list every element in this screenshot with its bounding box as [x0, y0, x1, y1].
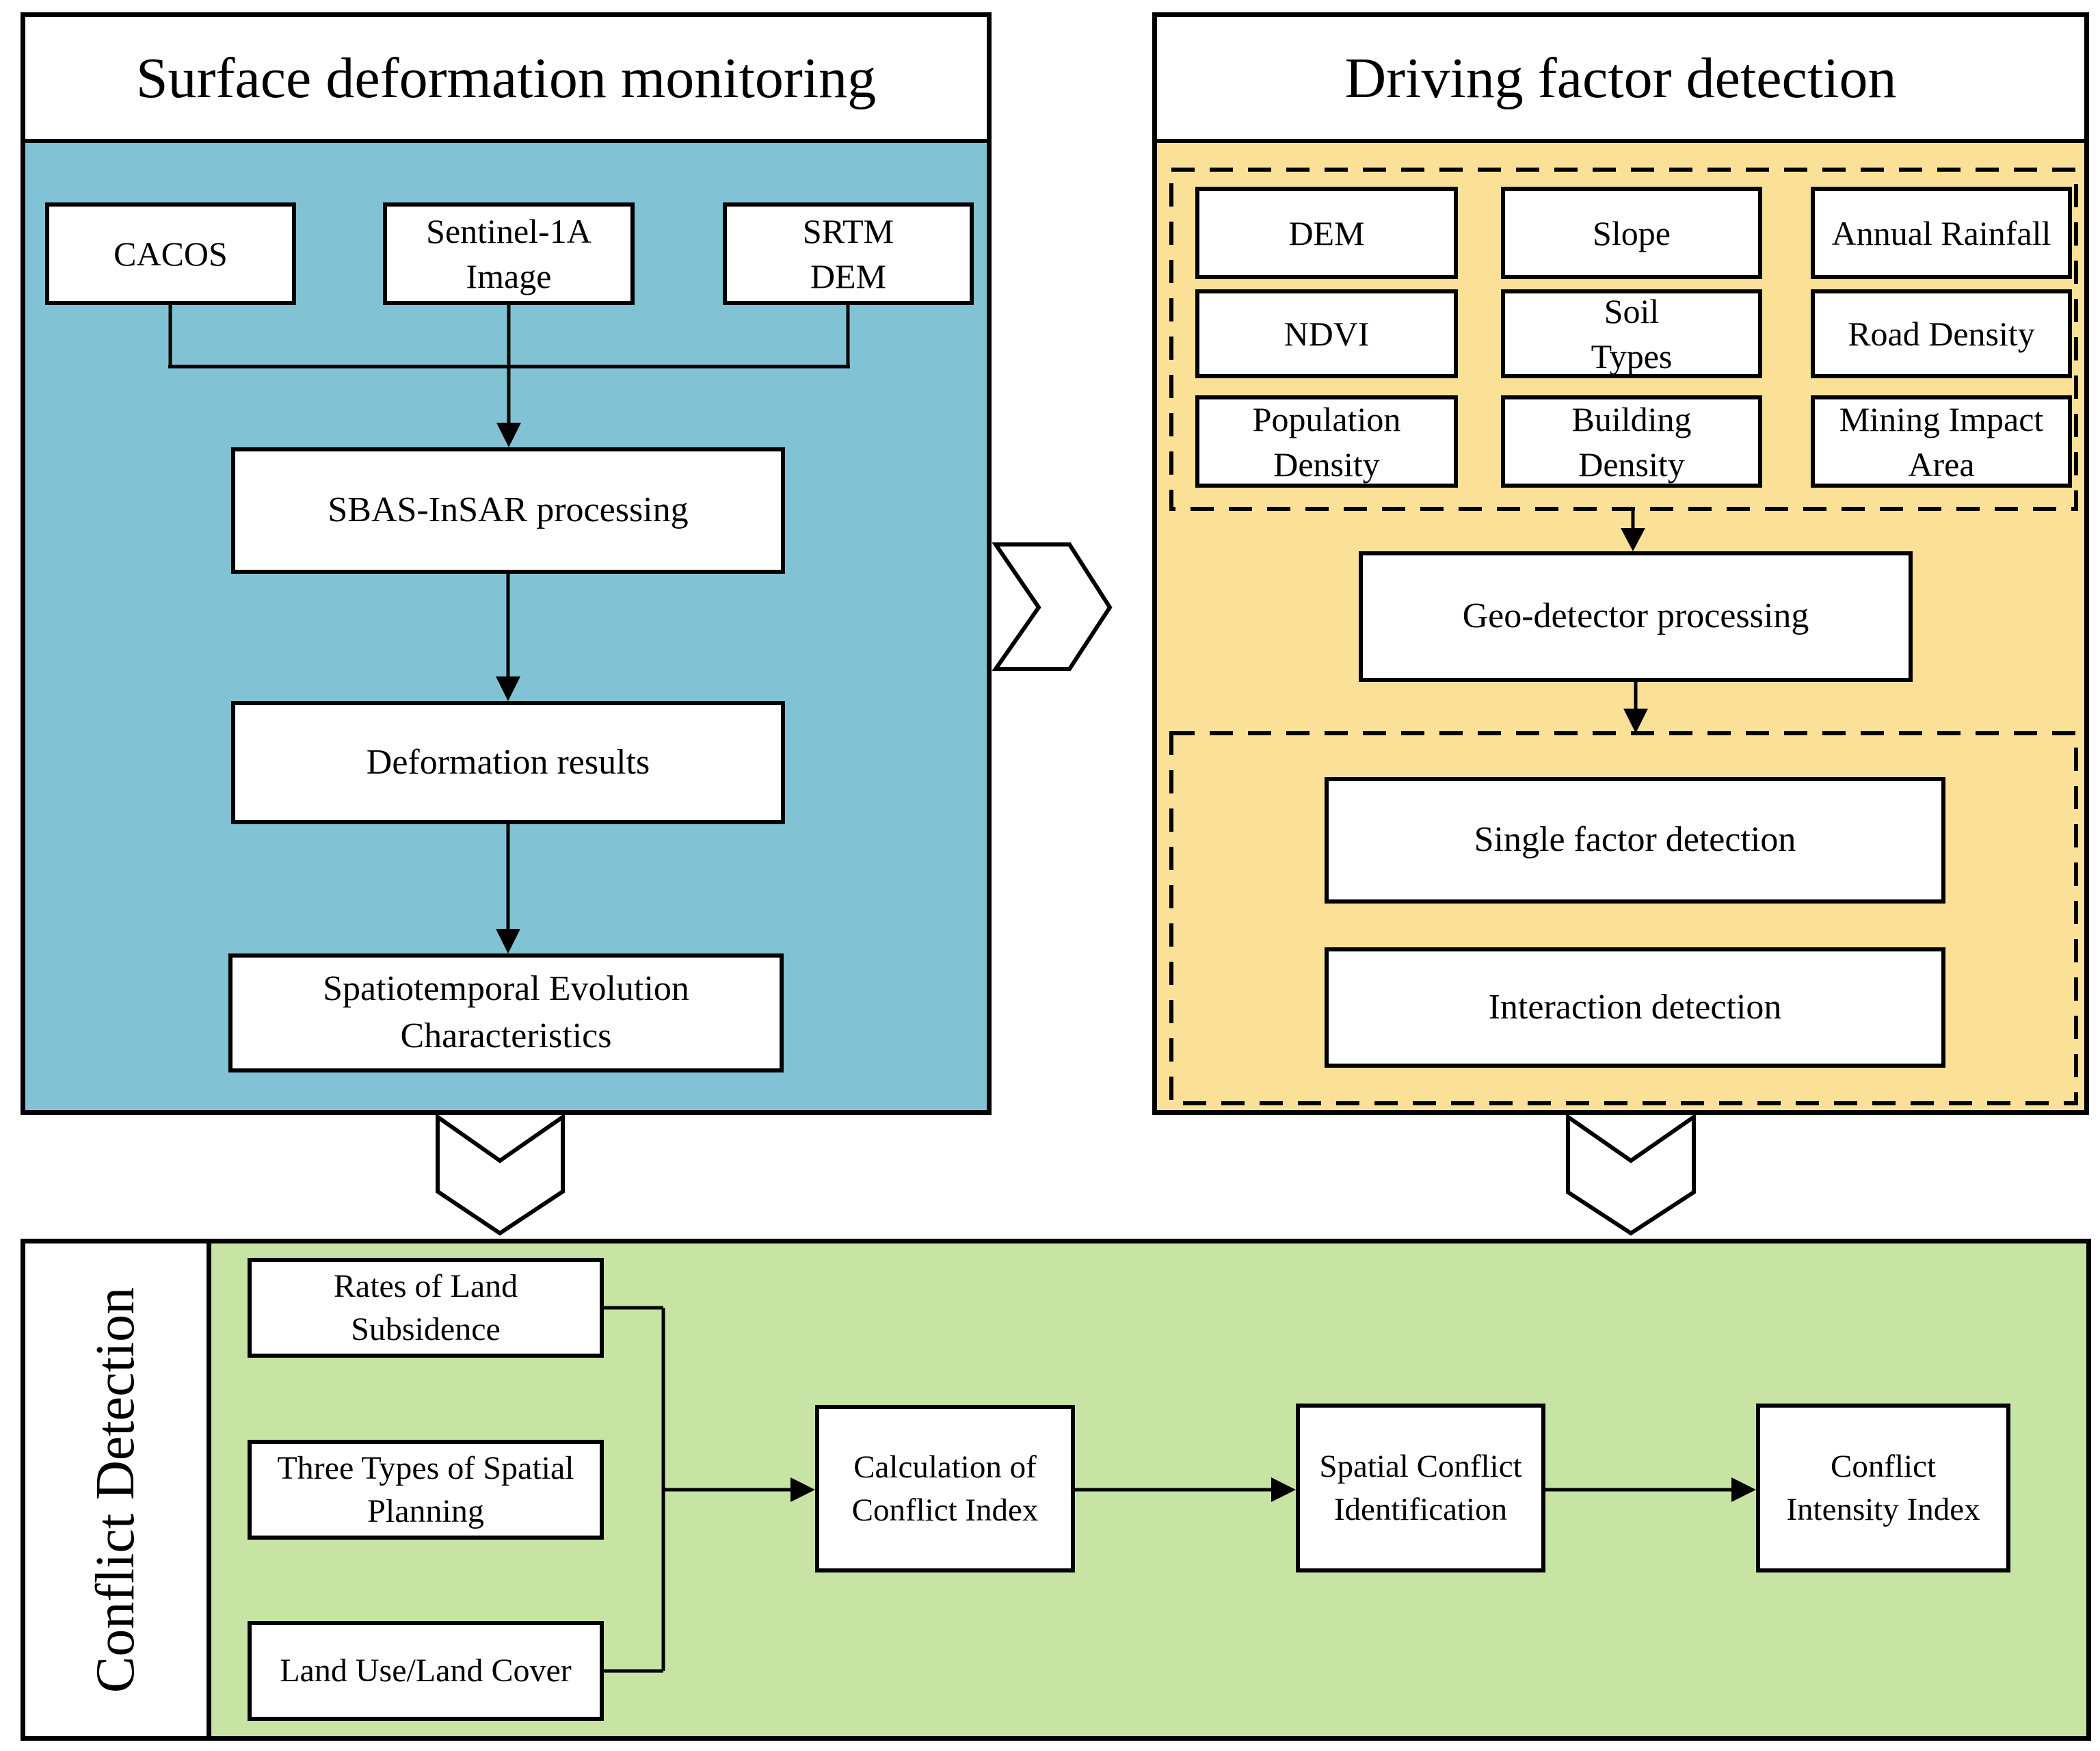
factor-building-density-box: Building Density	[1501, 395, 1762, 488]
calculation-of-conflict-index-box: Calculation of Conflict Index	[815, 1405, 1075, 1572]
chevron-down-icon	[1566, 1113, 1696, 1236]
factor-population-density-box: Population Density	[1195, 395, 1458, 488]
conflict-detection-label-strip: Conflict Detection	[25, 1243, 211, 1736]
single-factor-detection-box: Single factor detection	[1325, 777, 1945, 904]
land-use-land-cover-box: Land Use/Land Cover	[248, 1621, 604, 1721]
rates-of-land-subsidence-box: Rates of Land Subsidence	[248, 1258, 604, 1358]
sentinel-1a-image-box: Sentinel-1A Image	[383, 202, 635, 305]
surface-panel-title: Surface deformation monitoring	[25, 17, 987, 143]
deformation-results-box: Deformation results	[231, 701, 785, 824]
interaction-detection-box: Interaction detection	[1325, 947, 1945, 1068]
srtm-dem-box: SRTM DEM	[723, 202, 974, 305]
cacos-box: CACOS	[45, 202, 296, 305]
sbas-insar-processing-box: SBAS-InSAR processing	[231, 447, 785, 574]
factor-soil-types-box: Soil Types	[1501, 289, 1762, 378]
three-types-spatial-planning-box: Three Types of Spatial Planning	[248, 1440, 604, 1540]
factor-mining-impact-area-box: Mining Impact Area	[1811, 395, 2072, 488]
chevron-right-icon	[992, 542, 1113, 671]
factor-annual-rainfall-box: Annual Rainfall	[1811, 187, 2072, 279]
chevron-down-icon	[436, 1113, 565, 1236]
driving-panel-title: Driving factor detection	[1157, 17, 2084, 143]
geo-detector-processing-box: Geo-detector processing	[1359, 551, 1913, 682]
factor-dem-box: DEM	[1195, 187, 1458, 279]
spatiotemporal-evolution-box: Spatiotemporal Evolution Characteristics	[228, 953, 784, 1072]
conflict-detection-label: Conflict Detection	[85, 1287, 146, 1693]
spatial-conflict-identification-box: Spatial Conflict Identification	[1296, 1404, 1545, 1572]
factor-road-density-box: Road Density	[1811, 289, 2072, 378]
factor-ndvi-box: NDVI	[1195, 289, 1458, 378]
conflict-intensity-index-box: Conflict Intensity Index	[1756, 1404, 2010, 1572]
factor-slope-box: Slope	[1501, 187, 1762, 279]
